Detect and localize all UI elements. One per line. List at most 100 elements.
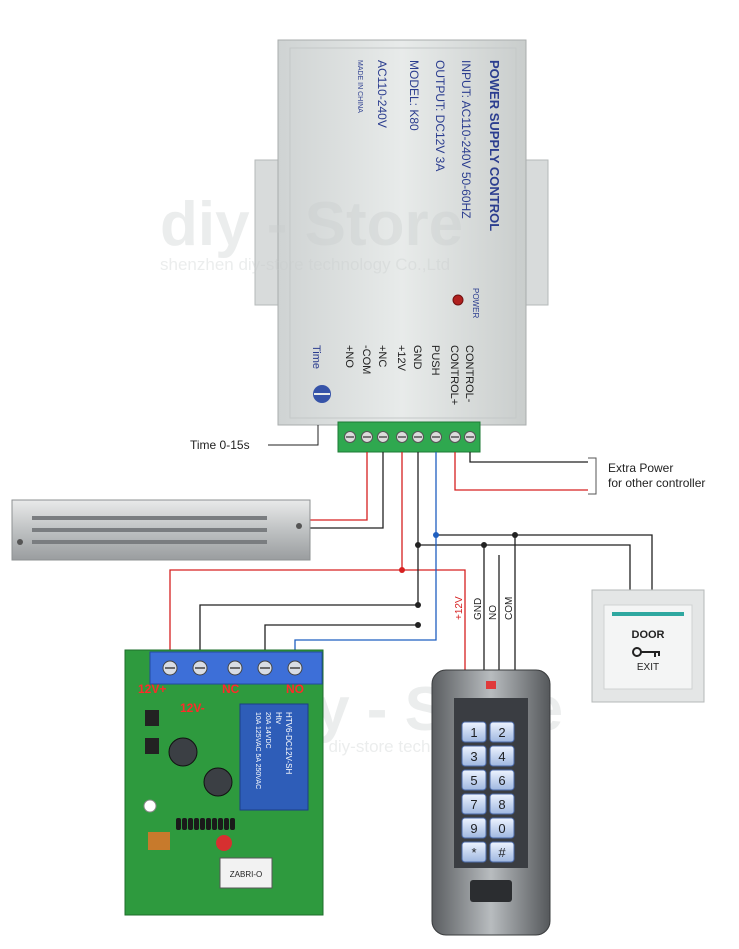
antenna-coil-turn	[224, 818, 229, 830]
keypad-key-label: 4	[498, 749, 505, 764]
junction-gnd-2	[415, 602, 421, 608]
junction-push	[433, 532, 439, 538]
relay-spec-2: 10A 125VAC 5A 250VAC	[254, 712, 261, 789]
antenna-coil-turn	[188, 818, 193, 830]
junction-gnd-1	[415, 542, 421, 548]
extra-power-bracket	[588, 457, 597, 495]
psu-terminal-label: -COM	[360, 345, 372, 374]
relay-terminal-label: 12V+	[138, 682, 166, 696]
keypad-key[interactable]	[489, 793, 515, 815]
psu-terminal-label: +12V	[395, 345, 407, 372]
extra-power-label-1: Extra Power	[608, 461, 673, 475]
psu-voltage: AC110-240V	[375, 60, 389, 128]
capacitor-1	[168, 737, 198, 767]
antenna-coil-turn	[230, 818, 235, 830]
antenna-coil-turn	[194, 818, 199, 830]
relay-led	[216, 835, 232, 851]
junction-gnd-3	[481, 542, 487, 548]
keypad-key[interactable]	[461, 793, 487, 815]
relay-model: HTV6-DC12V-SH	[284, 712, 293, 774]
antenna-coil-turn	[212, 818, 217, 830]
psu-panel	[289, 47, 517, 419]
keypad-key-label: 0	[498, 821, 505, 836]
relay-terminal-label: 12V-	[180, 701, 205, 715]
keypad-key-label: 8	[498, 797, 505, 812]
antenna-coil-turn	[206, 818, 211, 830]
psu-body	[277, 39, 527, 426]
jumper-2	[145, 738, 159, 754]
junction-red	[399, 567, 405, 573]
keypad-wire-label: +12V	[454, 596, 465, 620]
time-range-label: Time 0-15s	[190, 438, 250, 452]
extra-power-label-2: for other controller	[608, 476, 705, 490]
red-12v-wire-relay	[169, 452, 403, 650]
exit-indicator	[612, 612, 684, 616]
psu-terminal-label: GND	[411, 345, 423, 370]
psu-terminal-label: CONTROL+	[448, 345, 460, 405]
psu-terminal-label: +NO	[343, 345, 355, 368]
psu-terminal-label: PUSH	[429, 345, 441, 376]
keypad-led	[486, 681, 496, 689]
keypad-key-label: *	[471, 845, 476, 860]
keypad-key-label: 3	[470, 749, 477, 764]
knob-slot	[314, 393, 330, 395]
relay-board: 12V+12V-NCCOMNO Htv HTV6-DC12V-SH 20A 14…	[124, 649, 324, 916]
junction-gnd-4	[415, 622, 421, 628]
antenna-coil-turn	[200, 818, 205, 830]
lock-groove-2	[32, 528, 267, 532]
magnetic-lock	[11, 499, 311, 561]
psu-title: POWER SUPPLY CONTROL	[487, 60, 502, 231]
keypad-key-label: 1	[470, 725, 477, 740]
antenna-coil-turn	[176, 818, 181, 830]
lock-black-wire	[310, 452, 384, 529]
potentiometer[interactable]	[143, 799, 157, 813]
exit-button-plate[interactable]: DOOR EXIT	[591, 589, 705, 703]
keypad-key[interactable]	[461, 721, 487, 743]
keypad-key[interactable]	[461, 769, 487, 791]
psu-input: INPUT: AC110-240V 50-60HZ	[459, 60, 473, 219]
time-label: Time	[310, 345, 322, 369]
relay-brand: Htv	[274, 712, 283, 724]
relay-terminal-screws	[162, 660, 303, 676]
keypad-key-label: 6	[498, 773, 505, 788]
jumper-1	[145, 710, 159, 726]
exit-door-label: DOOR	[632, 629, 665, 641]
psu-model: MODEL: K80	[407, 60, 421, 131]
exit-button[interactable]	[603, 604, 693, 690]
extra-power-red-wire	[454, 452, 588, 491]
psu-terminal-label: CONTROL-	[463, 345, 475, 403]
relay-component	[239, 703, 309, 811]
keypad-key[interactable]	[489, 721, 515, 743]
watermark-brand: diy - Store	[160, 190, 463, 259]
time-pointer-line	[268, 425, 319, 446]
relay-spec-1: 20A 14VDC	[264, 712, 271, 749]
psu-terminal-screws	[344, 431, 476, 443]
capacitor-2	[203, 767, 233, 797]
watermark-company: shenzhen diy-store technology Co.,Ltd	[160, 255, 450, 274]
chip-text: ZABRI-O	[230, 870, 262, 879]
junction-push-2	[512, 532, 518, 538]
keypad-key[interactable]	[489, 841, 515, 863]
keypad-key[interactable]	[461, 745, 487, 767]
lock-screw-2	[296, 523, 302, 529]
antenna	[176, 818, 235, 830]
keypad-key-label: 2	[498, 725, 505, 740]
keypad-key-label: 9	[470, 821, 477, 836]
keypad-key[interactable]	[461, 817, 487, 839]
lock-groove-1	[32, 516, 267, 520]
power-supply-unit: POWER SUPPLY CONTROL INPUT: AC110-240V 5…	[254, 39, 549, 453]
antenna-coil-turn	[182, 818, 187, 830]
keypad-slot	[470, 880, 512, 902]
psu-label-block: POWER SUPPLY CONTROL INPUT: AC110-240V 5…	[356, 60, 502, 231]
keypad-key[interactable]	[461, 841, 487, 863]
keypad-key-label: #	[498, 845, 506, 860]
keypad-key[interactable]	[489, 745, 515, 767]
antenna-coil-turn	[218, 818, 223, 830]
keypad-key[interactable]	[489, 817, 515, 839]
keypad-wire-label: COM	[504, 597, 515, 620]
keypad-key[interactable]	[489, 769, 515, 791]
lock-red-wire	[310, 452, 368, 521]
